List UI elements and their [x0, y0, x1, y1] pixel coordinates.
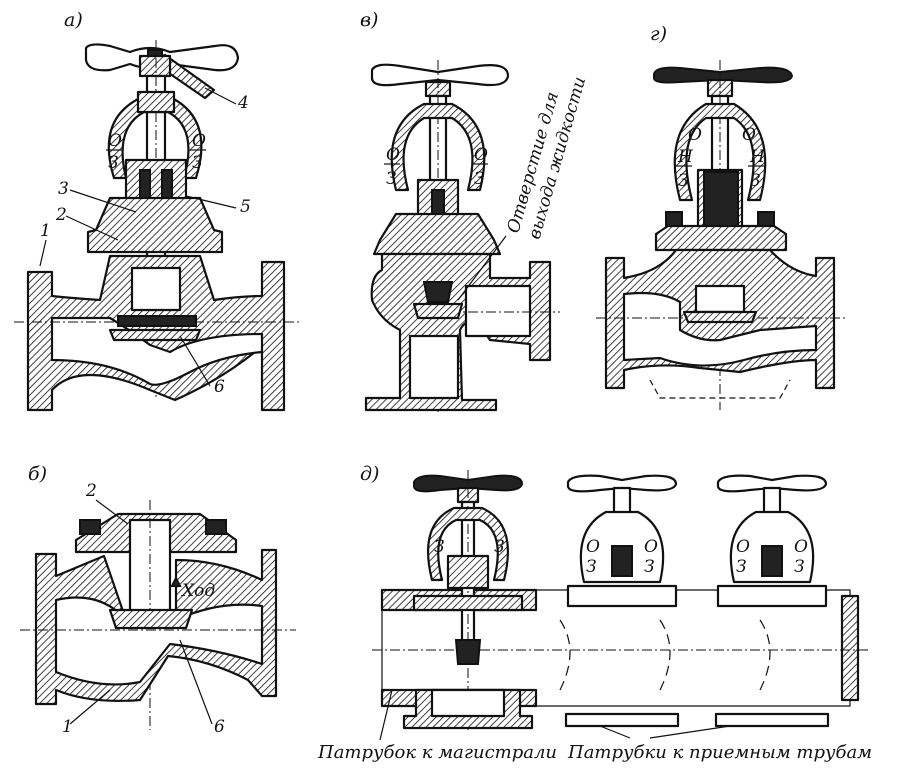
svg-text:1: 1 [40, 221, 51, 241]
open-close-scale-left: О З [106, 131, 122, 173]
panel-b-valve-body: Ход 2 1 6 б) [20, 463, 296, 737]
svg-text:З: З [794, 557, 805, 577]
drain-hole-annotation: Отверстие для выхода жидкости [504, 75, 591, 242]
svg-text:О: О [586, 537, 600, 557]
svg-text:2: 2 [85, 481, 97, 501]
main-branch-caption: Патрубок к магистрали [317, 742, 557, 763]
stroke-label: Ход [180, 581, 215, 601]
manifold-valve-2: О З О З [564, 474, 680, 728]
svg-text:З: З [750, 171, 761, 191]
svg-text:О: О [108, 131, 122, 151]
svg-text:З: З [494, 537, 505, 557]
panel-a-label: а) [64, 9, 83, 31]
svg-text:З: З [474, 169, 485, 189]
panel-b-label: б) [28, 463, 47, 485]
svg-text:З: З [644, 557, 655, 577]
svg-text:З: З [586, 557, 597, 577]
svg-text:Н: Н [749, 147, 766, 167]
svg-text:4: 4 [237, 93, 249, 113]
svg-text:З: З [192, 153, 203, 173]
svg-text:3: 3 [58, 179, 69, 199]
svg-text:О: О [474, 145, 488, 165]
panel-d-valve-manifold: З З О З О З О З [317, 463, 872, 763]
intake-branches-caption: Патрубки к приемным трубам [567, 742, 872, 763]
svg-text:О: О [794, 537, 808, 557]
svg-text:1: 1 [62, 717, 73, 737]
part-callouts: 1 2 3 4 5 6 [39, 87, 251, 397]
svg-text:О: О [192, 131, 206, 151]
panel-v-label: в) [360, 9, 378, 31]
svg-text:2: 2 [55, 205, 67, 225]
panel-g-straight-valve: О Н З О Н З г) [596, 23, 846, 410]
svg-text:З: З [386, 169, 397, 189]
svg-text:О: О [688, 125, 702, 145]
svg-text:6: 6 [214, 717, 225, 737]
svg-text:З: З [108, 153, 119, 173]
svg-text:Н: Н [677, 147, 694, 167]
svg-text:6: 6 [214, 377, 225, 397]
manifold-valve-1: З З [402, 470, 534, 730]
panel-g-label: г) [650, 23, 667, 45]
svg-text:5: 5 [240, 197, 251, 217]
panel-d-label: д) [360, 463, 379, 485]
svg-text:О: О [736, 537, 750, 557]
svg-text:З: З [434, 537, 445, 557]
svg-text:З: З [736, 557, 747, 577]
svg-text:О: О [386, 145, 400, 165]
panel-a-straight-valve: О З О З 1 2 3 4 [14, 9, 300, 412]
handwheel [84, 43, 240, 100]
svg-text:З: З [678, 171, 689, 191]
svg-text:О: О [644, 537, 658, 557]
open-close-scale-right: О З [190, 131, 206, 173]
manifold-valve-3: О З О З [714, 474, 830, 728]
svg-text:О: О [742, 125, 756, 145]
panel-v-angle-valve: О З О З Отверстие для выхода жидкости в) [360, 9, 590, 412]
